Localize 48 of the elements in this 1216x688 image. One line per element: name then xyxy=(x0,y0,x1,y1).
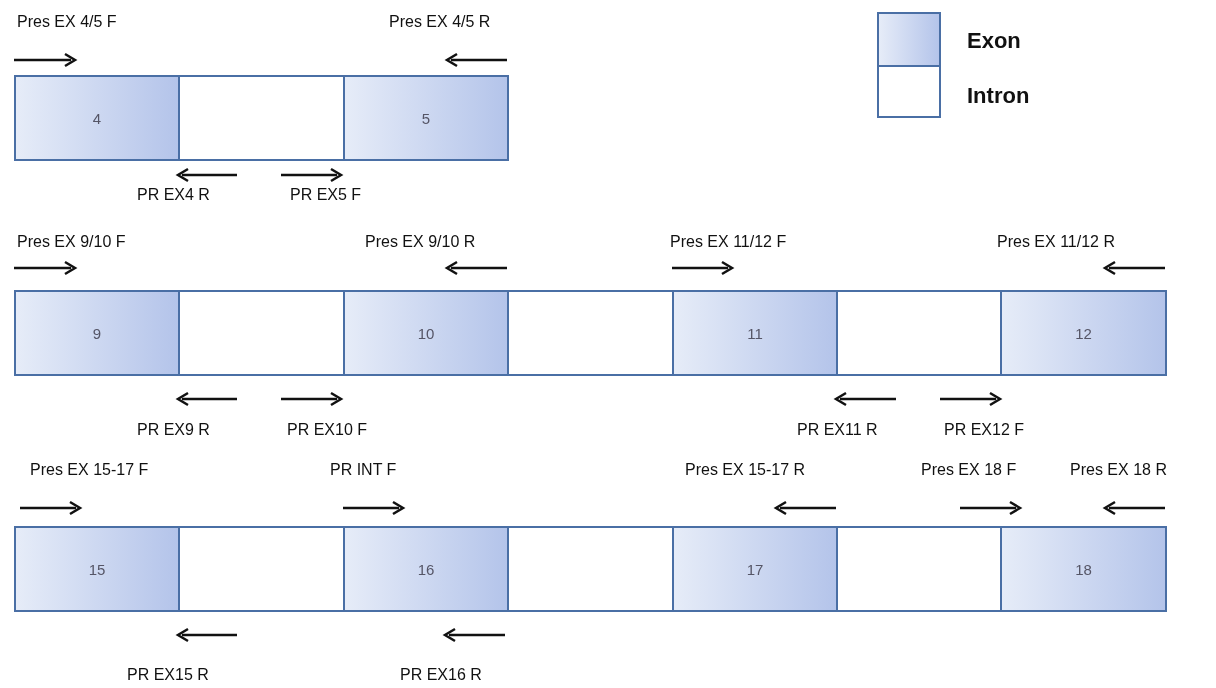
exon-box xyxy=(672,290,838,376)
primer-label: PR EX5 F xyxy=(290,185,362,205)
intron-box xyxy=(836,526,1002,612)
primer-label: PR INT F xyxy=(330,460,397,480)
exon-number: 4 xyxy=(92,109,102,127)
primer-label: PR EX11 R xyxy=(797,420,878,440)
exon-number: 16 xyxy=(417,560,435,578)
primer-label: Pres EX 15-17 F xyxy=(30,460,149,480)
primer-label: Pres EX 9/10 F xyxy=(17,232,126,252)
primer-label: Pres EX 11/12 F xyxy=(670,232,787,252)
intron-box xyxy=(178,290,345,376)
exon-box xyxy=(672,526,838,612)
legend-label: Exon xyxy=(967,28,1021,54)
intron-box xyxy=(507,290,674,376)
exon-box xyxy=(343,290,509,376)
exon-box xyxy=(14,290,180,376)
exon-box xyxy=(14,75,180,161)
primer-label: PR EX4 R xyxy=(137,185,210,205)
primer-label: Pres EX 4/5 F xyxy=(17,12,117,32)
exon-box xyxy=(343,75,509,161)
exon-number: 11 xyxy=(747,324,763,342)
exon-box xyxy=(1000,290,1167,376)
primer-label: PR EX10 F xyxy=(287,420,368,440)
exon-number: 10 xyxy=(417,324,435,342)
exon-number: 5 xyxy=(421,109,431,127)
intron-box xyxy=(507,526,674,612)
exon-number: 17 xyxy=(746,560,764,578)
primer-label: Pres EX 9/10 R xyxy=(365,232,476,252)
intron-box xyxy=(178,526,345,612)
primer-label: Pres EX 18 R xyxy=(1070,460,1167,480)
exon-box xyxy=(343,526,509,612)
primer-label: PR EX15 R xyxy=(127,665,209,685)
exon-box xyxy=(14,526,180,612)
primer-label: PR EX12 F xyxy=(944,420,1025,440)
exon-number: 15 xyxy=(88,560,106,578)
primer-label: PR EX9 R xyxy=(137,420,210,440)
primer-label: Pres EX 15-17 R xyxy=(685,460,806,480)
primer-label: PR EX16 R xyxy=(400,665,482,685)
exon-number: 12 xyxy=(1075,324,1092,342)
intron-box xyxy=(178,75,345,161)
exon-number: 9 xyxy=(92,324,102,342)
primer-label: Pres EX 11/12 R xyxy=(997,232,1115,252)
primer-label: Pres EX 18 F xyxy=(921,460,1017,480)
exon-box xyxy=(1000,526,1167,612)
intron-box xyxy=(836,290,1002,376)
exon-number: 18 xyxy=(1075,560,1092,578)
legend-label: Intron xyxy=(967,83,1030,109)
primer-label: Pres EX 4/5 R xyxy=(389,12,491,32)
